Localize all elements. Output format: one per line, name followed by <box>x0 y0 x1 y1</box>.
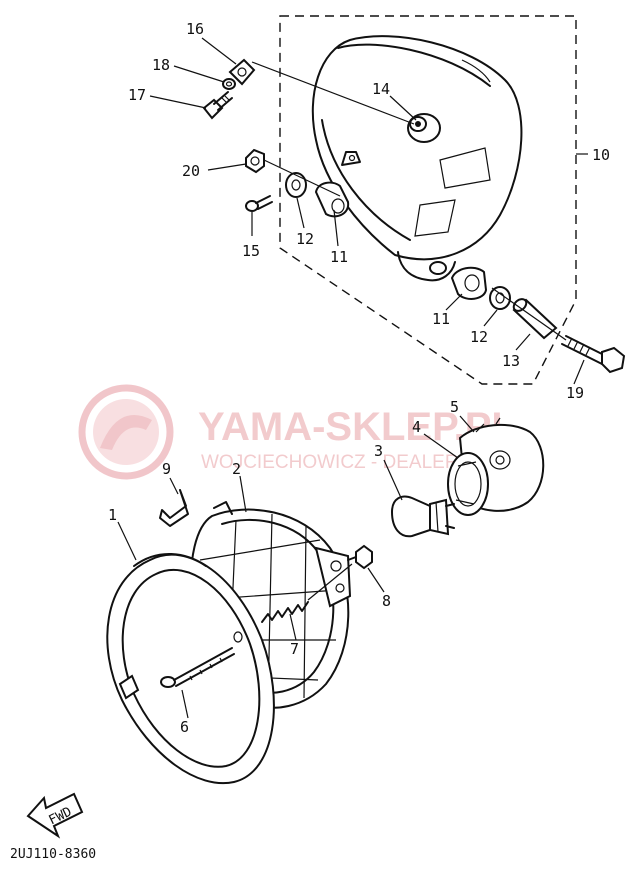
alignment-line-upper <box>251 61 415 125</box>
callout-4: 4 <box>412 418 421 436</box>
callout-20: 20 <box>182 162 200 180</box>
part-10-housing <box>311 35 523 282</box>
callout-3: 3 <box>374 442 383 460</box>
part-9-spring-clip <box>159 489 189 527</box>
callout-12-lower: 12 <box>470 328 488 346</box>
callout-7: 7 <box>290 640 299 658</box>
callout-12-upper: 12 <box>296 230 314 248</box>
part-12-washer-upper <box>285 172 307 198</box>
part-8-adjuster-nut <box>347 544 373 570</box>
part-14-grommet <box>407 113 441 143</box>
part-11-bushing-lower <box>450 266 488 300</box>
callout-10: 10 <box>592 146 610 164</box>
part-11-bushing-upper <box>314 181 350 218</box>
part-15-screw <box>245 195 273 212</box>
alignment-line-lower <box>491 287 567 341</box>
part-17-bolt <box>202 91 233 120</box>
callout-1: 1 <box>108 506 117 524</box>
part-19-long-bolt <box>561 335 626 374</box>
part-1-rim <box>106 553 275 785</box>
callout-17: 17 <box>128 86 146 104</box>
callout-11-upper: 11 <box>330 248 348 266</box>
part-20-nut <box>245 148 265 174</box>
callout-14: 14 <box>372 80 390 98</box>
forward-arrow-icon: FWD <box>26 792 84 839</box>
callout-19: 19 <box>566 384 584 402</box>
alignment-line-mid <box>263 159 341 197</box>
callout-13: 13 <box>502 352 520 370</box>
callout-8: 8 <box>382 592 391 610</box>
callout-15: 15 <box>242 242 260 260</box>
callout-16: 16 <box>186 20 204 38</box>
callout-11-lower: 11 <box>432 310 450 328</box>
part-13-collar <box>512 298 558 340</box>
callout-5: 5 <box>450 398 459 416</box>
part-3-bulb <box>390 495 455 538</box>
drawing-code: 2UJ110-8360 <box>10 847 96 862</box>
part-16-washer <box>228 58 256 86</box>
callout-18: 18 <box>152 56 170 74</box>
part-12-washer-lower <box>489 286 511 310</box>
part-18-lock-washer <box>222 78 236 90</box>
watermark-logo <box>78 384 174 480</box>
part-4-socket <box>447 452 489 516</box>
callout-6: 6 <box>180 718 189 736</box>
part-7-spring <box>261 563 353 623</box>
housing-group-outline <box>279 15 577 385</box>
callout-2: 2 <box>232 460 241 478</box>
callout-9: 9 <box>162 460 171 478</box>
part-6-screw <box>160 647 235 688</box>
leader-lines <box>117 37 585 719</box>
